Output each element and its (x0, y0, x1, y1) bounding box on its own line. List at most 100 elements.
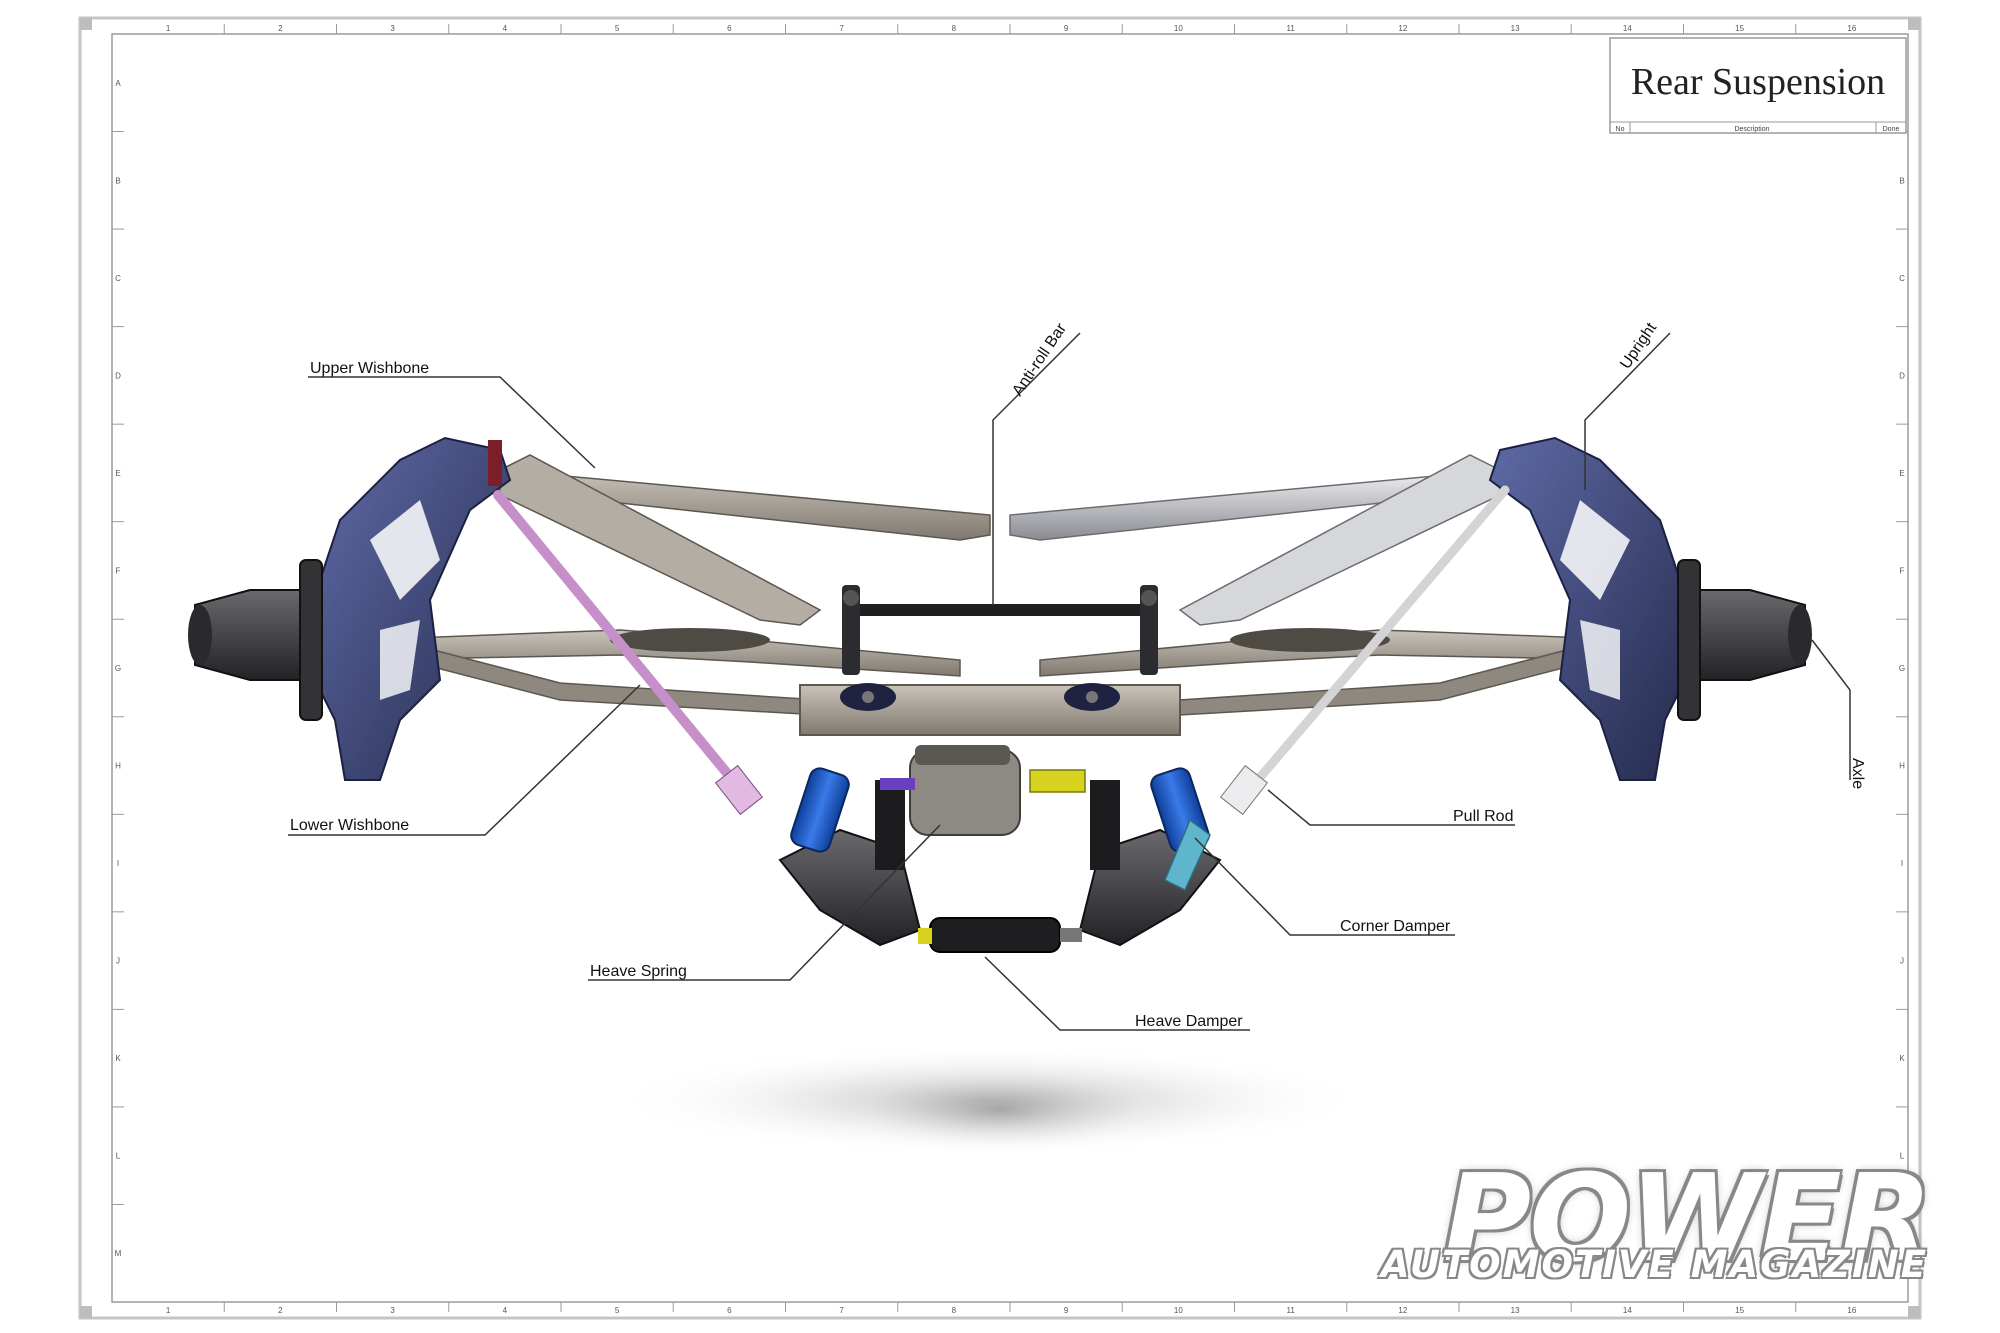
outer-frame (78, 16, 1922, 1320)
corner-mark (1908, 1306, 1920, 1318)
grid-column-label: 5 (615, 1306, 620, 1315)
grid-column-label: 14 (1623, 1306, 1632, 1315)
corner-mark (80, 1306, 92, 1318)
grid-row-label: G (115, 664, 121, 673)
pull-rod-left (493, 490, 750, 800)
watermark-logo-title: POWER (1443, 1150, 1932, 1289)
grid-row-labels-left: A B C D E F G H I J K L M (112, 79, 124, 1258)
heave-spring-column-left (875, 780, 905, 870)
hub-left (188, 559, 323, 721)
leader-upright (1584, 332, 1671, 490)
grid-row-label: D (1899, 371, 1905, 380)
grid-column-label: 6 (727, 24, 732, 33)
grid-row-label: G (1899, 664, 1905, 673)
label-pull-rod: Pull Rod (1453, 808, 1513, 825)
grid-row-label: C (1899, 274, 1905, 283)
label-anti-roll-bar: Anti-roll Bar (1009, 320, 1070, 399)
grid-column-label: 10 (1174, 24, 1183, 33)
grid-row-label: A (115, 79, 121, 88)
grid-column-label: 11 (1286, 24, 1295, 33)
grid-column-label: 15 (1735, 24, 1744, 33)
upper-wishbone-right (1009, 454, 1501, 626)
leader-heave-damper (984, 956, 1250, 1031)
upper-wishbone-left (499, 454, 991, 626)
grid-column-label: 8 (952, 24, 957, 33)
grid-row-label: J (116, 957, 120, 966)
grid-column-label: 12 (1398, 1306, 1407, 1315)
anti-roll-bar (842, 585, 1158, 675)
grid-column-label: 5 (615, 24, 620, 33)
grid-column-label: 9 (1064, 24, 1069, 33)
grid-column-label: 13 (1511, 1306, 1520, 1315)
grid-row-label: J (1900, 957, 1904, 966)
grid-row-label: M (115, 1249, 122, 1258)
grid-column-label: 11 (1286, 1306, 1295, 1315)
grid-row-label: F (116, 566, 121, 575)
grid-column-label: 7 (839, 24, 844, 33)
title-col-done: Done (1883, 126, 1900, 133)
upright-right (1488, 436, 1681, 781)
grid-row-label: B (115, 176, 120, 185)
cross-member (799, 683, 1181, 736)
grid-row-label: F (1900, 566, 1905, 575)
grid-row-label: C (115, 274, 121, 283)
label-axle: Axle (1849, 758, 1866, 789)
grid-row-label: H (1899, 762, 1905, 771)
grid-column-label: 16 (1847, 1306, 1856, 1315)
grid-column-label: 12 (1398, 24, 1407, 33)
lower-wishbone-left (358, 628, 961, 716)
leader-corner-damper (1194, 837, 1455, 936)
grid-column-label: 3 (390, 1306, 395, 1315)
grid-column-label: 10 (1174, 1306, 1183, 1315)
grid-row-label: E (1899, 469, 1904, 478)
leader-anti-roll-bar (992, 332, 1081, 605)
grid-column-label: 14 (1623, 24, 1632, 33)
label-heave-spring: Heave Spring (590, 963, 687, 980)
component-labels: Upper Wishbone Anti-roll Bar Upright Axl… (290, 320, 1866, 1030)
label-heave-damper: Heave Damper (1135, 1013, 1243, 1030)
floor-shadow-core (830, 1065, 1170, 1155)
grid-column-label: 9 (1064, 1306, 1069, 1315)
label-corner-damper: Corner Damper (1340, 918, 1451, 935)
title-block: Rear Suspension No Description Done (1609, 37, 1907, 134)
grid-column-label: 13 (1511, 24, 1520, 33)
grid-row-label: L (1900, 1152, 1905, 1161)
grid-column-label: 6 (727, 1306, 732, 1315)
hub-right (1677, 559, 1812, 721)
grid-row-label: M (1899, 1249, 1906, 1258)
grid-row-label: L (116, 1152, 121, 1161)
corner-mark (80, 18, 92, 30)
grid-row-label: I (117, 859, 119, 868)
leader-pull-rod (1267, 789, 1515, 826)
title-col-description: Description (1734, 126, 1769, 133)
leader-upper-wishbone (308, 376, 596, 469)
corner-damper-right-link (1164, 818, 1211, 892)
grid-column-label: 1 (166, 24, 171, 33)
heave-spring (880, 745, 1086, 836)
grid-column-label: 3 (390, 24, 395, 33)
grid-column-label: 4 (503, 24, 508, 33)
grid-row-label: K (1899, 1054, 1905, 1063)
grid-row-label: E (115, 469, 120, 478)
suspension-assembly (188, 436, 1812, 953)
pull-rod-left-end (714, 764, 764, 816)
grid-column-label: 8 (952, 1306, 957, 1315)
label-lower-wishbone: Lower Wishbone (290, 817, 409, 834)
grid-row-label: H (115, 762, 121, 771)
grid-column-label: 7 (839, 1306, 844, 1315)
grid-row-label: D (115, 371, 121, 380)
grid-column-label: 1 (166, 1306, 171, 1315)
leader-heave-spring (588, 824, 941, 981)
grid-row-label: K (115, 1054, 121, 1063)
pull-rod-right-end (1219, 764, 1269, 816)
corner-mark (1908, 18, 1920, 30)
heave-spring-column-right (1090, 780, 1120, 870)
grid-row-label: B (1899, 176, 1904, 185)
grid-column-label: 2 (278, 1306, 283, 1315)
grid-column-label: 15 (1735, 1306, 1744, 1315)
grid-row-label: I (1901, 859, 1903, 868)
title-col-no: No (1616, 126, 1625, 133)
